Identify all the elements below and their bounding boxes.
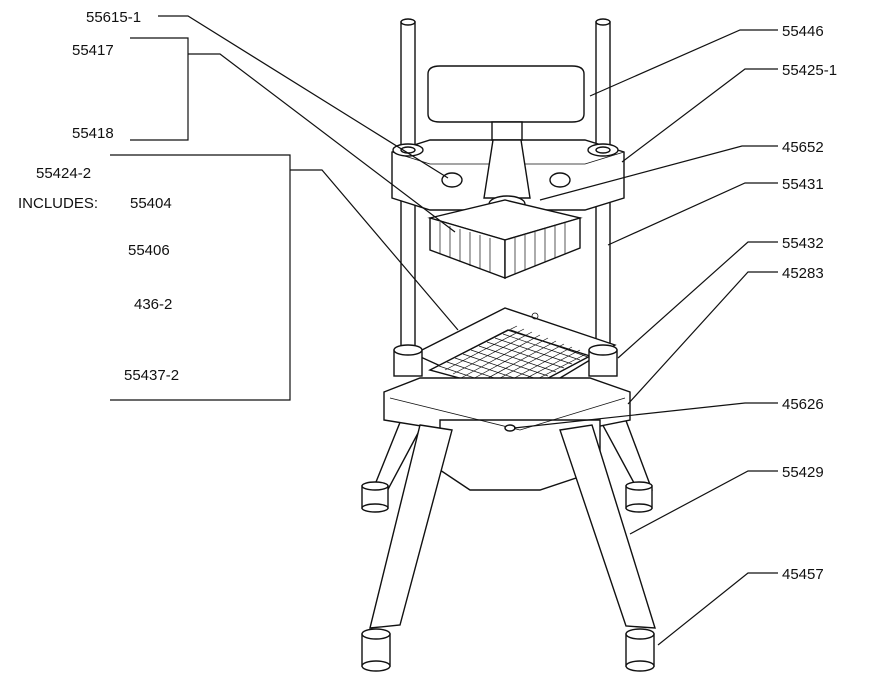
front-right-leg — [559, 424, 656, 629]
base-housing — [383, 377, 631, 491]
rear-right-foot — [625, 481, 653, 513]
front-left-leg — [369, 424, 453, 629]
leader-lines — [110, 15, 778, 646]
label-45652: 45652 — [782, 139, 824, 156]
vegetable-dicer-machine — [361, 18, 656, 672]
front-right-foot — [625, 628, 655, 672]
rear-left-foot — [361, 481, 389, 513]
label-45457: 45457 — [782, 566, 824, 583]
rod-collars — [393, 344, 618, 377]
label-55437-2: 55437-2 — [124, 367, 179, 384]
label-55615-1: 55615-1 — [86, 9, 141, 26]
label-55417: 55417 — [72, 42, 114, 59]
label-55446: 55446 — [782, 23, 824, 40]
label-45283: 45283 — [782, 265, 824, 282]
label-45626: 45626 — [782, 396, 824, 413]
label-55418: 55418 — [72, 125, 114, 142]
label-55404: 55404 — [130, 195, 172, 212]
label-436-2: 436-2 — [134, 296, 172, 313]
label-includes: INCLUDES: — [18, 195, 98, 212]
front-left-foot — [361, 628, 391, 672]
label-55424-2: 55424-2 — [36, 165, 91, 182]
callout-labels: 55615-1 55417 55418 55424-2 INCLUDES: 55… — [18, 9, 837, 583]
label-55432: 55432 — [782, 235, 824, 252]
label-55429: 55429 — [782, 464, 824, 481]
label-55406: 55406 — [128, 242, 170, 259]
label-55431: 55431 — [782, 176, 824, 193]
handle — [427, 65, 585, 141]
label-55425-1: 55425-1 — [782, 62, 837, 79]
pusher-block — [427, 199, 583, 280]
